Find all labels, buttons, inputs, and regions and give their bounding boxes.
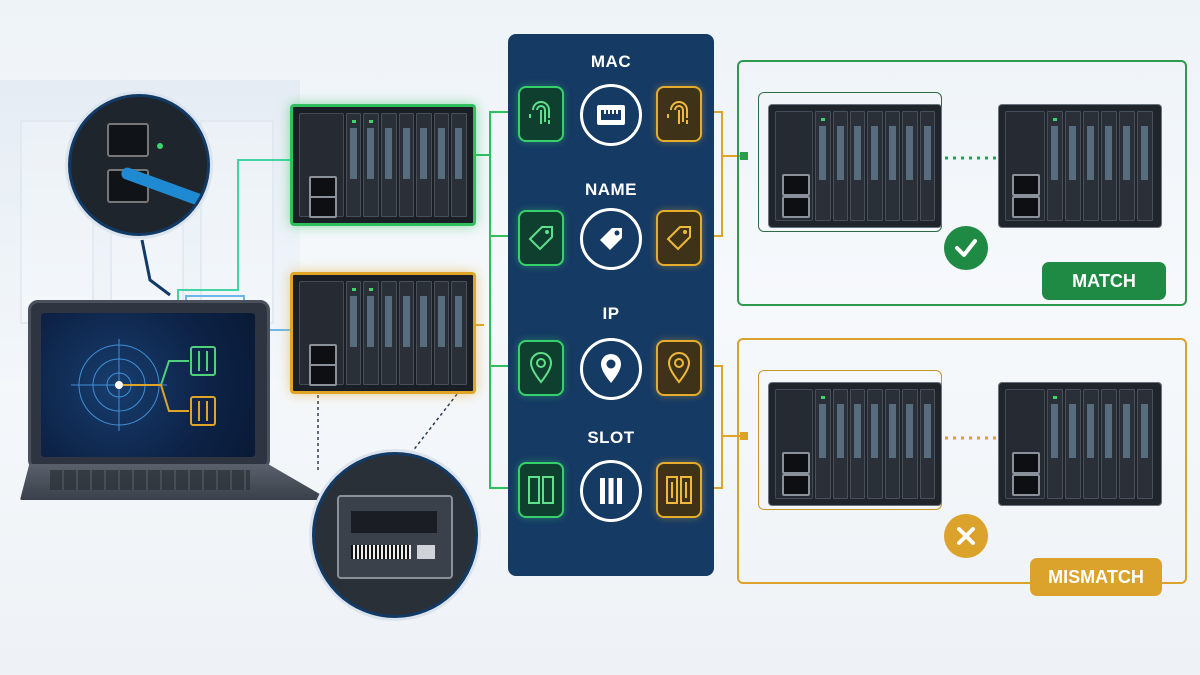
slot-bars-icon (580, 460, 642, 522)
io-module (433, 113, 450, 217)
head-module (775, 111, 814, 221)
attribute-label-slot: SLOT (587, 428, 635, 447)
laptop (20, 300, 340, 520)
device-green (290, 104, 476, 226)
io-module (1137, 389, 1153, 499)
io-module (902, 389, 918, 499)
io-module (380, 281, 397, 385)
io-module (815, 111, 831, 221)
head-module (1005, 389, 1045, 499)
io-module (1047, 389, 1063, 499)
io-module (902, 111, 918, 221)
io-module (1101, 389, 1117, 499)
io-module (451, 281, 468, 385)
io-module (1119, 389, 1135, 499)
io-module (850, 389, 866, 499)
barcode-label (351, 545, 411, 559)
mismatch-badge: MISMATCH (1030, 558, 1162, 596)
tag-icon (518, 210, 564, 266)
laptop-keys (50, 470, 250, 490)
status-led (157, 143, 163, 149)
io-module (919, 389, 935, 499)
io-module (416, 113, 432, 217)
nameplate-zoom-circle (312, 452, 478, 618)
slot-bars-icon (656, 462, 702, 518)
head-module (1005, 111, 1045, 221)
io-module (1047, 111, 1063, 221)
device-reference-match (768, 104, 942, 228)
location-pin-icon (656, 340, 702, 396)
io-module (867, 111, 883, 221)
io-module (1101, 111, 1117, 221)
io-module (451, 113, 468, 217)
io-module (884, 111, 901, 221)
attribute-label-mac: MAC (590, 52, 632, 71)
device-yellow (290, 272, 476, 394)
slot-bars-icon (518, 462, 564, 518)
io-module (363, 113, 379, 217)
attribute-label-name: NAME (584, 180, 638, 199)
network-scan-screen (41, 313, 255, 457)
io-module (380, 113, 397, 217)
tag-icon (656, 210, 702, 266)
io-module (398, 281, 415, 385)
tag-icon (580, 208, 642, 270)
io-module (1137, 111, 1153, 221)
device-found-mismatch (998, 382, 1162, 506)
fingerprint-icon (518, 86, 564, 142)
match-badge: MATCH (1042, 262, 1166, 300)
head-module (299, 281, 344, 386)
device-found-match (998, 104, 1162, 228)
io-module (867, 389, 883, 499)
io-module (345, 281, 362, 385)
io-module (919, 111, 935, 221)
laptop-screen-frame (28, 300, 270, 470)
location-pin-icon (580, 338, 642, 400)
port-zoom-circle (68, 94, 210, 236)
fingerprint-icon (656, 86, 702, 142)
ethernet-port (107, 123, 149, 157)
io-module (1065, 389, 1081, 499)
head-module (299, 113, 344, 218)
io-module (345, 113, 362, 217)
io-module (1119, 111, 1135, 221)
io-module (1083, 111, 1099, 221)
checkmark-icon (944, 226, 988, 270)
io-module (850, 111, 866, 221)
io-module (363, 281, 379, 385)
radar-icon (71, 339, 216, 431)
io-module (884, 389, 901, 499)
ethernet-port-icon (580, 84, 642, 146)
device-reference-mismatch (768, 382, 942, 506)
io-module (815, 389, 831, 499)
location-pin-icon (518, 340, 564, 396)
match-result-frame (737, 60, 1187, 306)
io-module (832, 389, 849, 499)
mismatch-result-frame (737, 338, 1187, 584)
attribute-label-ip: IP (602, 304, 620, 323)
io-module (1065, 111, 1081, 221)
io-module (433, 281, 450, 385)
io-module (416, 281, 432, 385)
io-module (1083, 389, 1099, 499)
head-module (775, 389, 814, 499)
nameplate (337, 495, 453, 579)
io-module (832, 111, 849, 221)
io-module (398, 113, 415, 217)
x-mark-icon (944, 514, 988, 558)
